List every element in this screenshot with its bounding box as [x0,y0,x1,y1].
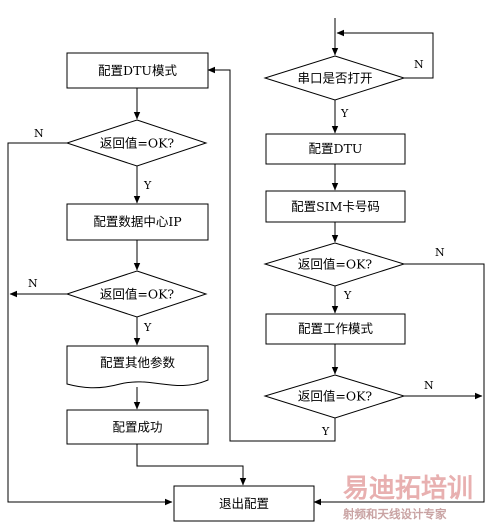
label-serial-open-yes: Y [340,107,349,120]
node-config-work-mode-label: 配置工作模式 [298,321,374,336]
watermark-main: 易迪拓培训 [343,474,473,504]
label-check4-no: N [424,379,434,392]
node-config-success-label: 配置成功 [112,420,162,435]
node-config-data-center-ip-label: 配置数据中心IP [93,214,181,229]
label-check2-yes: Y [143,321,152,334]
label-check1-yes: Y [143,179,152,192]
edges-left [7,88,247,506]
label-check4-yes: Y [321,425,330,438]
decision-check4: 返回值=OK? [263,374,406,419]
label-check2-no: N [28,277,38,290]
decision-check2-label: 返回值=OK? [100,287,175,302]
node-config-dtu-mode: 配置DTU模式 [66,52,209,89]
node-config-other-params-label: 配置其他参数 [100,355,176,370]
decision-check3-label: 返回值=OK? [298,257,373,272]
edges-right [207,18,485,506]
node-config-sim: 配置SIM卡号码 [265,190,406,223]
node-config-work-mode: 配置工作模式 [265,313,406,345]
node-config-success: 配置成功 [66,409,209,445]
label-serial-open-no: N [414,58,424,71]
label-check3-yes: Y [343,289,352,302]
node-exit-config: 退出配置 [173,485,315,522]
label-check1-no: N [34,127,44,140]
node-config-dtu-mode-label: 配置DTU模式 [98,63,177,78]
node-config-data-center-ip: 配置数据中心IP [66,203,209,241]
watermark-sub: 射频和天线设计专家 [342,507,447,521]
decision-check1-label: 返回值=OK? [100,136,175,151]
node-config-dtu: 配置DTU [265,133,406,165]
watermark: 易迪拓培训 射频和天线设计专家 [342,474,473,521]
node-config-sim-label: 配置SIM卡号码 [291,199,380,214]
decision-serial-open: 串口是否打开 [263,55,406,101]
edge-labels: N Y N Y N Y N Y N Y [28,58,445,438]
decision-check4-label: 返回值=OK? [298,389,373,404]
decision-check3: 返回值=OK? [263,242,406,287]
node-config-other-params: 配置其他参数 [66,345,209,389]
decision-check2: 返回值=OK? [65,270,208,318]
decision-check1: 返回值=OK? [65,119,208,167]
node-config-dtu-label: 配置DTU [309,141,363,156]
label-check3-no: N [435,246,445,259]
decision-serial-open-label: 串口是否打开 [297,71,372,86]
node-exit-config-label: 退出配置 [219,496,269,511]
